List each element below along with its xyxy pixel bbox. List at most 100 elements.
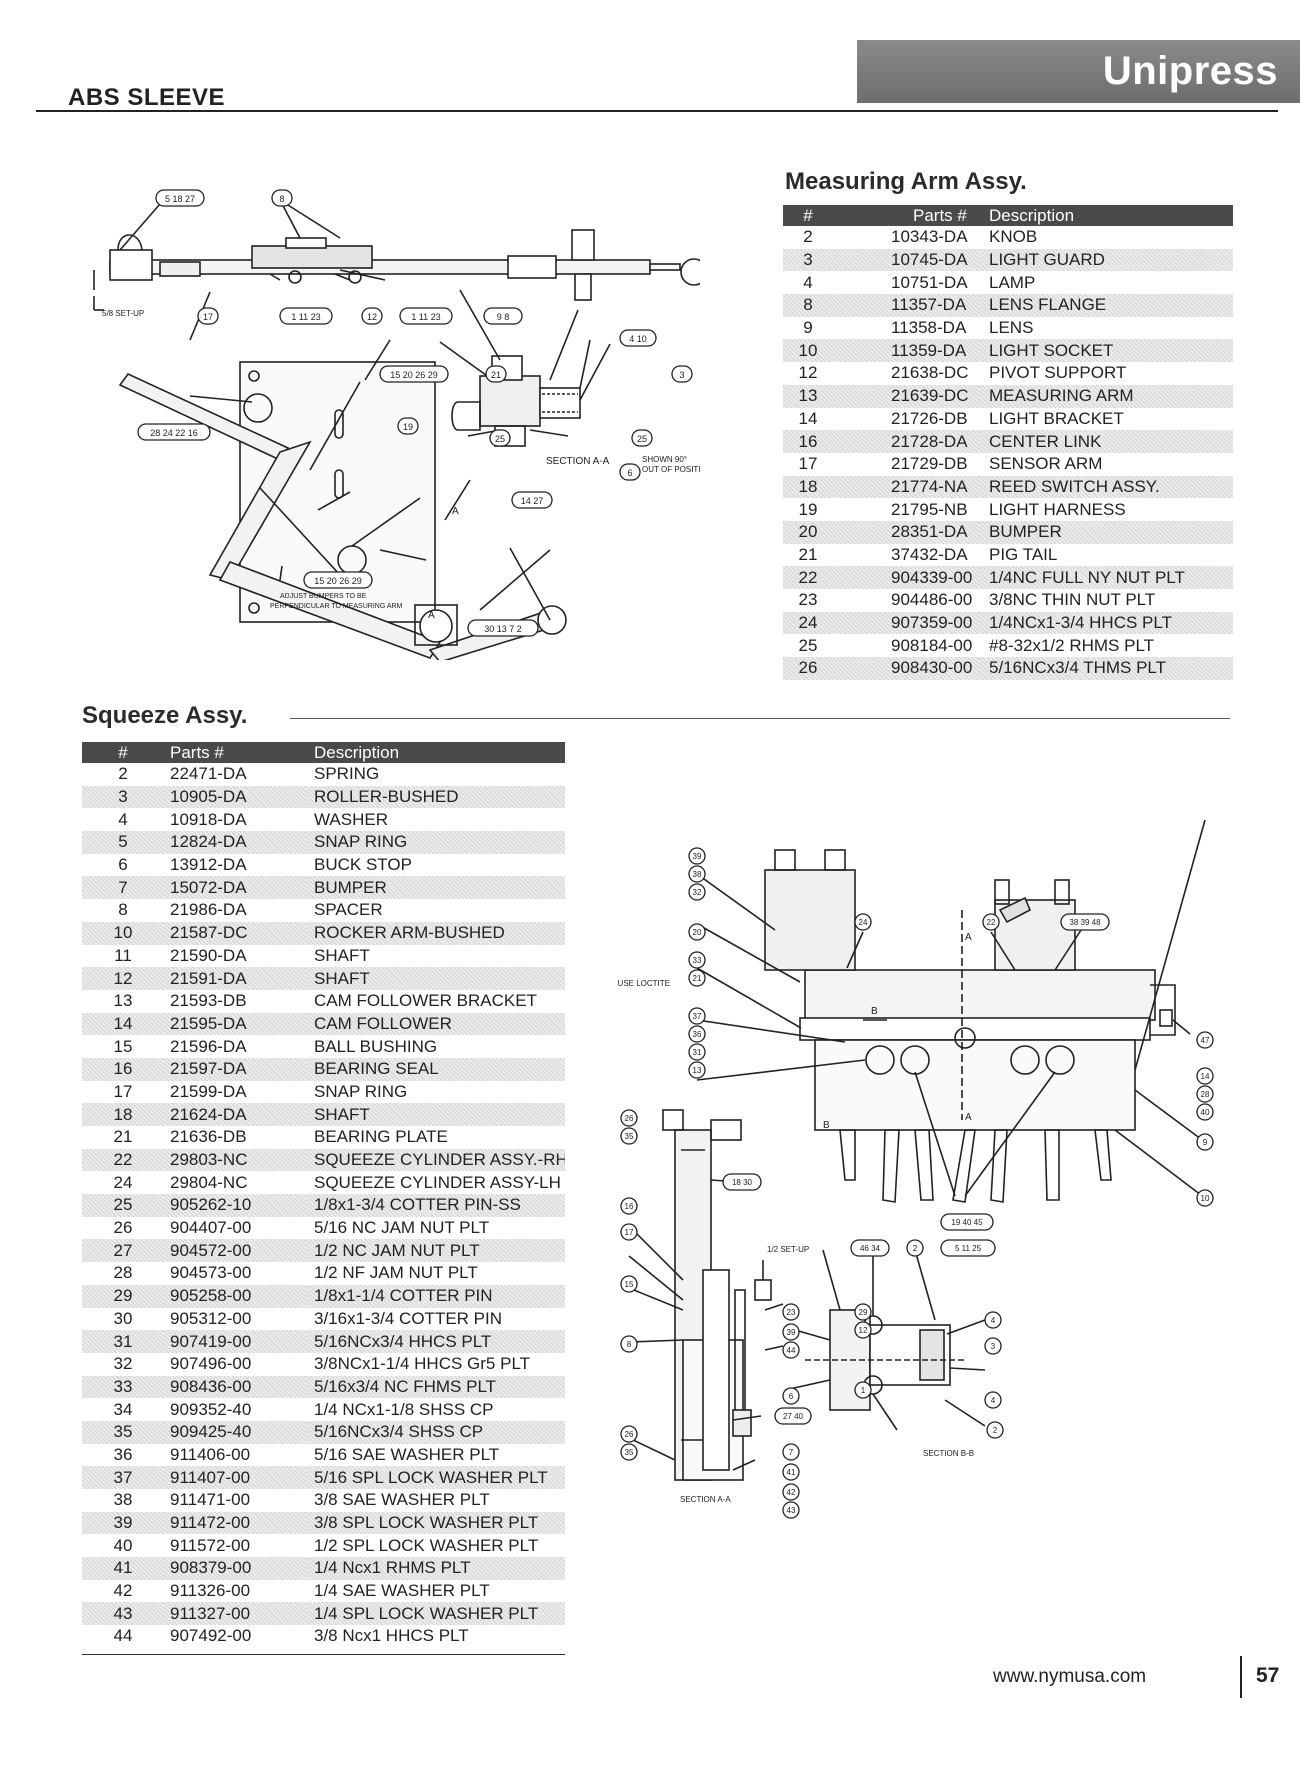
sq-bubble-3: [688, 847, 706, 865]
part-description-cell: 1/4NCx1-3/4 HHCS PLT: [979, 611, 1233, 635]
bubble-5: [399, 307, 453, 325]
brand-banner: Unipress: [857, 40, 1300, 103]
sq-bubble-5: [688, 883, 706, 901]
part-number-cell: 11357-DA: [833, 294, 979, 317]
sq-bubble-9: [688, 969, 706, 987]
part-number-cell: 907359-00: [833, 611, 979, 635]
part-description-cell: LENS FLANGE: [979, 294, 1233, 317]
sq-bubble-12: [688, 1043, 706, 1061]
part-description-cell: 5/16 SPL LOCK WASHER PLT: [306, 1466, 565, 1489]
part-index-cell: 18: [783, 475, 833, 499]
sq-bubble-5-label: 32: [693, 888, 702, 897]
part-description-cell: WASHER: [314, 809, 388, 829]
table-header-row: # Parts # Description: [783, 205, 1233, 226]
part-description-cell: REED SWITCH ASSY.: [979, 475, 1233, 499]
part-description-cell: 1/2 NF JAM NUT PLT: [314, 1263, 478, 1283]
sq-bubble-37: [782, 1483, 800, 1501]
part-description-cell: LIGHT BRACKET: [989, 408, 1124, 428]
part-description-cell: 1/4 SAE WASHER PLT: [314, 1581, 490, 1601]
part-number-cell: 908184-00: [891, 635, 973, 655]
part-description-cell: 3/8 SPL LOCK WASHER PLT: [306, 1511, 565, 1535]
part-index-cell: 14: [82, 1012, 164, 1036]
sq-bubble-19-label: 10: [1201, 1194, 1210, 1203]
sq-bubble-2-label: 22: [987, 918, 996, 927]
part-description-cell: 5/16 NC JAM NUT PLT: [314, 1218, 490, 1238]
sq-bubble-38: [782, 1501, 800, 1519]
bubble-14-label: 25: [495, 434, 505, 444]
bubble-16: [619, 463, 641, 481]
sq-bubble-8: [688, 951, 706, 969]
sq-bubble-4: [688, 865, 706, 883]
sq-bubble-12-label: 31: [693, 1048, 702, 1057]
bubble-14: [489, 429, 511, 447]
part-number-cell: 29803-NC: [164, 1148, 306, 1172]
part-index-cell: 28: [113, 1263, 133, 1283]
squeeze-assembly-svg: 24 22 39 38 32 20 38 39 48 33 21 37 36 3…: [615, 820, 1214, 1519]
bubble-6: [197, 307, 219, 325]
part-number-cell: 21728-DA: [833, 430, 979, 453]
bubble-13: [397, 417, 419, 435]
bubble-9: [379, 365, 449, 383]
callout-b-upper: B: [871, 1006, 878, 1017]
part-index-cell: 5: [82, 831, 164, 854]
part-number-cell: 29804-NC: [170, 1172, 248, 1192]
part-index-cell: 8: [783, 294, 833, 317]
sq-bubble-18-label: 9: [1203, 1138, 1208, 1147]
sq-bubble-17-label: 40: [1201, 1108, 1210, 1117]
part-number-cell: 904339-00: [833, 566, 979, 589]
squeeze-assembly-drawing: 24 22 39 38 32 20 38 39 48 33 21 37 36 3…: [615, 820, 1235, 1520]
part-index-cell: 9: [803, 318, 813, 338]
part-index-cell: 12: [82, 967, 164, 990]
column-header-number: #: [82, 742, 164, 763]
setup-note: 5/8 SET-UP: [102, 309, 144, 318]
sq-bubble-31-label: 6: [789, 1392, 794, 1401]
sq-bubble-34-label: 35: [625, 1448, 634, 1457]
bubble-10-label: 21: [491, 370, 501, 380]
part-description-cell: ROCKER ARM-BUSHED: [306, 921, 565, 945]
sq-bubble-10-label: 37: [693, 1012, 702, 1021]
part-description-cell: PIVOT SUPPORT: [989, 363, 1127, 383]
callout-a-lower: A: [428, 610, 435, 621]
sq-bubble-30-label: 44: [787, 1346, 796, 1355]
part-description-cell: ROLLER-BUSHED: [306, 785, 565, 809]
part-number-cell: 21591-DA: [164, 967, 306, 990]
part-index-cell: 23: [798, 590, 818, 610]
part-index-cell: 15: [113, 1036, 133, 1056]
sq-bubble-10: [688, 1007, 706, 1025]
part-description-cell: SENSOR ARM: [989, 454, 1103, 474]
part-number-cell: 21729-DB: [891, 454, 968, 474]
part-number-cell: 907496-00: [170, 1354, 252, 1374]
shown-label-1: SHOWN 90°: [642, 455, 687, 464]
sq-bubble-19: [1196, 1189, 1214, 1207]
part-description-cell: 1/8x1-1/4 COTTER PIN: [306, 1284, 565, 1308]
part-number-cell: 15072-DA: [164, 876, 306, 900]
page-section-title: ABS SLEEVE: [68, 84, 226, 111]
part-description-cell: SNAP RING: [306, 831, 565, 854]
bubble-10: [485, 365, 507, 383]
part-index-cell: 10: [783, 339, 833, 363]
header-rule: [36, 110, 1278, 112]
bubble-2-label: 8: [279, 194, 284, 204]
bubble-5-label: 1 11 23: [411, 312, 440, 322]
sq-bubble-29-label: 39: [787, 1328, 796, 1337]
column-header-parts: Parts #: [833, 205, 979, 226]
sq-bubble-34: [620, 1443, 638, 1461]
part-description-cell: SNAP RING: [314, 1081, 408, 1101]
